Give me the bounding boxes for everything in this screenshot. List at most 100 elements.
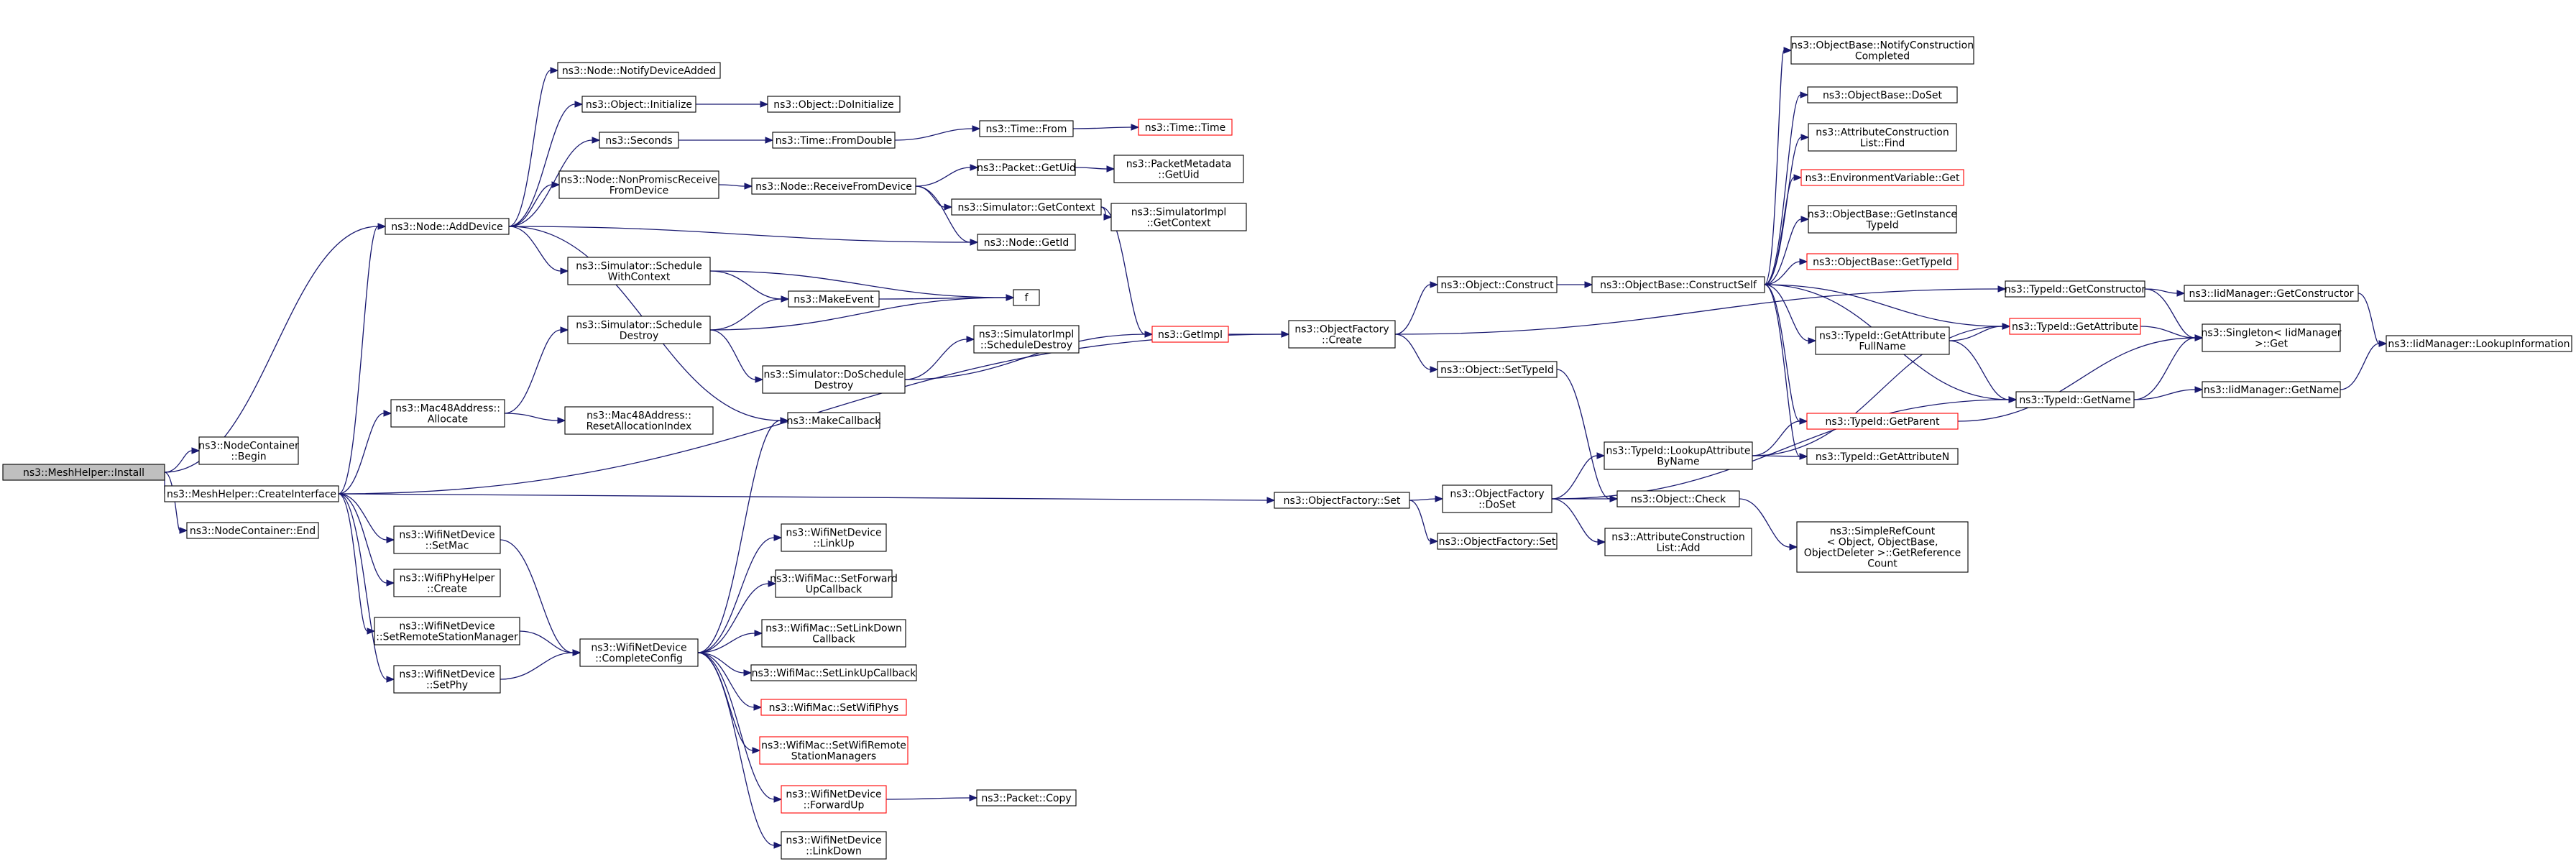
node-root[interactable]: ns3::MeshHelper::Install bbox=[2, 464, 165, 481]
node-getimpl[interactable]: ns3::GetImpl bbox=[1151, 326, 1229, 343]
node-simimpl-getctx[interactable]: ns3::SimulatorImpl::GetContext bbox=[1110, 203, 1247, 231]
node-createif[interactable]: ns3::MeshHelper::CreateInterface bbox=[164, 485, 339, 502]
node-tid-getctor[interactable]: ns3::TypeId::GetConstructor bbox=[2005, 280, 2145, 298]
node-tid-getname[interactable]: ns3::TypeId::GetName bbox=[2015, 391, 2135, 408]
node-iid-lookupinfo[interactable]: ns3::IidManager::LookupInformation bbox=[2386, 335, 2572, 352]
edge-ob-construct-self-to-tid-getattr bbox=[1764, 284, 2003, 327]
node-pkt-getuid[interactable]: ns3::Packet::GetUid bbox=[977, 159, 1076, 176]
node-ob-notify[interactable]: ns3::ObjectBase::NotifyConstructionCompl… bbox=[1790, 36, 1974, 65]
node-label: ns3::TypeId::GetConstructor bbox=[2005, 284, 2145, 295]
node-sched-destroy[interactable]: ns3::Simulator::ScheduleDestroy bbox=[567, 316, 711, 344]
arrowhead-icon bbox=[367, 628, 376, 635]
node-of-set2[interactable]: ns3::ObjectFactory::Set bbox=[1437, 533, 1558, 550]
node-makecb[interactable]: ns3::MakeCallback bbox=[787, 412, 882, 429]
edge-mac-alloc-to-sched-destroy bbox=[504, 329, 561, 414]
node-ob-doset[interactable]: ns3::ObjectBase::DoSet bbox=[1807, 86, 1958, 104]
arrowhead-icon bbox=[551, 181, 561, 188]
node-label: ns3::Object::Initialize bbox=[586, 99, 692, 111]
node-adddevice[interactable]: ns3::Node::AddDevice bbox=[385, 218, 510, 235]
node-box bbox=[164, 485, 339, 502]
node-label: ObjectDeleter >::GetReference bbox=[1804, 548, 1961, 559]
node-of-create[interactable]: ns3::ObjectFactory::Create bbox=[1288, 320, 1396, 349]
node-pktmeta-getuid[interactable]: ns3::PacketMetadata::GetUid bbox=[1113, 155, 1244, 183]
node-label: ns3::WifiNetDevice bbox=[399, 530, 494, 541]
node-label: FullName bbox=[1859, 341, 1905, 353]
node-of-doset[interactable]: ns3::ObjectFactory::DoSet bbox=[1442, 484, 1552, 513]
node-seconds[interactable]: ns3::Seconds bbox=[599, 132, 679, 149]
node-label: TypeId bbox=[1865, 220, 1898, 231]
node-recvfrom[interactable]: ns3::Node::ReceiveFromDevice bbox=[751, 178, 916, 195]
node-label: ns3::Simulator::Schedule bbox=[576, 320, 702, 331]
node-iid-getctor[interactable]: ns3::IidManager::GetConstructor bbox=[2184, 285, 2359, 302]
node-wnd-setrsm[interactable]: ns3::WifiNetDevice::SetRemoteStationMana… bbox=[374, 617, 520, 645]
node-makeevent[interactable]: ns3::MakeEvent bbox=[788, 290, 880, 308]
node-f[interactable]: f bbox=[1013, 289, 1040, 306]
node-mac-setrsms[interactable]: ns3::WifiMac::SetWifiRemoteStationManage… bbox=[759, 736, 908, 765]
node-sim-getctx[interactable]: ns3::Simulator::GetContext bbox=[951, 198, 1102, 216]
node-phy-create[interactable]: ns3::WifiPhyHelper::Create bbox=[393, 569, 501, 597]
node-wnd-linkup[interactable]: ns3::WifiNetDevice::LinkUp bbox=[781, 523, 887, 552]
node-label: ns3::TypeId::GetAttributeN bbox=[1816, 451, 1949, 463]
node-singleton-get[interactable]: ns3::Singleton< IidManager >::Get bbox=[2202, 323, 2342, 352]
node-nc-end[interactable]: ns3::NodeContainer::End bbox=[186, 522, 319, 539]
node-notify[interactable]: ns3::Node::NotifyDeviceAdded bbox=[557, 62, 721, 79]
node-doinit[interactable]: ns3::Object::DoInitialize bbox=[767, 96, 901, 113]
edge-createif-to-mac-alloc bbox=[338, 413, 385, 495]
node-tid-getparent[interactable]: ns3::TypeId::GetParent bbox=[1806, 413, 1959, 430]
edge-tid-getparent-to-singleton-get bbox=[1957, 337, 2196, 422]
arrowhead-icon bbox=[765, 137, 774, 144]
node-node-getid[interactable]: ns3::Node::GetId bbox=[977, 234, 1076, 251]
edge-complete-to-mac-setlinkdown bbox=[697, 633, 755, 653]
node-wnd-fwdup[interactable]: ns3::WifiNetDevice::ForwardUp bbox=[781, 785, 887, 814]
node-of-set[interactable]: ns3::ObjectFactory::Set bbox=[1274, 492, 1410, 509]
node-mac-alloc[interactable]: ns3::Mac48Address::Allocate bbox=[390, 399, 505, 428]
node-wnd-setphy[interactable]: ns3::WifiNetDevice::SetPhy bbox=[393, 665, 501, 694]
node-wnd-setmac[interactable]: ns3::WifiNetDevice::SetMac bbox=[393, 525, 501, 554]
node-mac-setphys[interactable]: ns3::WifiMac::SetWifiPhys bbox=[760, 699, 907, 716]
arrowhead-icon bbox=[1609, 495, 1619, 502]
node-box bbox=[2184, 285, 2359, 302]
node-fromdouble[interactable]: ns3::Time::FromDouble bbox=[772, 132, 896, 149]
node-tid-getattr[interactable]: ns3::TypeId::GetAttribute bbox=[2009, 318, 2141, 335]
node-simimpl-sd[interactable]: ns3::SimulatorImpl::ScheduleDestroy bbox=[973, 325, 1080, 354]
node-time-time[interactable]: ns3::Time::Time bbox=[1138, 119, 1233, 136]
node-obj-construct[interactable]: ns3::Object::Construct bbox=[1437, 276, 1558, 293]
arrowhead-icon bbox=[2194, 386, 2204, 393]
node-pkt-copy[interactable]: ns3::Packet::Copy bbox=[976, 789, 1077, 806]
node-obj-init[interactable]: ns3::Object::Initialize bbox=[581, 96, 696, 113]
node-box bbox=[1796, 521, 1969, 573]
node-envvar-get[interactable]: ns3::EnvironmentVariable::Get bbox=[1800, 169, 1964, 186]
node-obj-settypeid[interactable]: ns3::Object::SetTypeId bbox=[1437, 361, 1558, 378]
node-label: ns3::ObjectBase::DoSet bbox=[1823, 90, 1942, 101]
node-label: Destroy bbox=[814, 380, 853, 392]
node-nc-begin[interactable]: ns3::NodeContainer::Begin bbox=[198, 436, 299, 465]
node-label: ns3::Object::Construct bbox=[1440, 280, 1554, 291]
node-box bbox=[198, 436, 299, 465]
node-mac-setlinkup[interactable]: ns3::WifiMac::SetLinkUpCallback bbox=[750, 664, 917, 681]
node-tid-getattrn[interactable]: ns3::TypeId::GetAttributeN bbox=[1806, 448, 1959, 465]
node-complete[interactable]: ns3::WifiNetDevice::CompleteConfig bbox=[579, 638, 699, 667]
node-wnd-linkdown[interactable]: ns3::WifiNetDevice::LinkDown bbox=[781, 831, 887, 860]
node-reset-alloc[interactable]: ns3::Mac48Address::ResetAllocationIndex bbox=[564, 406, 714, 435]
node-ob-gettypeid[interactable]: ns3::ObjectBase::GetTypeId bbox=[1806, 253, 1959, 270]
node-iid-getname[interactable]: ns3::IidManager::GetName bbox=[2202, 381, 2341, 398]
node-srefcount[interactable]: ns3::SimpleRefCount< Object, ObjectBase,… bbox=[1796, 521, 1969, 573]
edge-of-create-to-obj-construct bbox=[1394, 284, 1431, 335]
node-time-from[interactable]: ns3::Time::From bbox=[979, 120, 1074, 137]
node-obj-check[interactable]: ns3::Object::Check bbox=[1616, 490, 1740, 507]
node-box bbox=[760, 699, 907, 716]
arrowhead-icon bbox=[1597, 538, 1606, 546]
node-ob-construct-self[interactable]: ns3::ObjectBase::ConstructSelf bbox=[1591, 276, 1765, 293]
node-label: ::LinkUp bbox=[813, 538, 854, 550]
